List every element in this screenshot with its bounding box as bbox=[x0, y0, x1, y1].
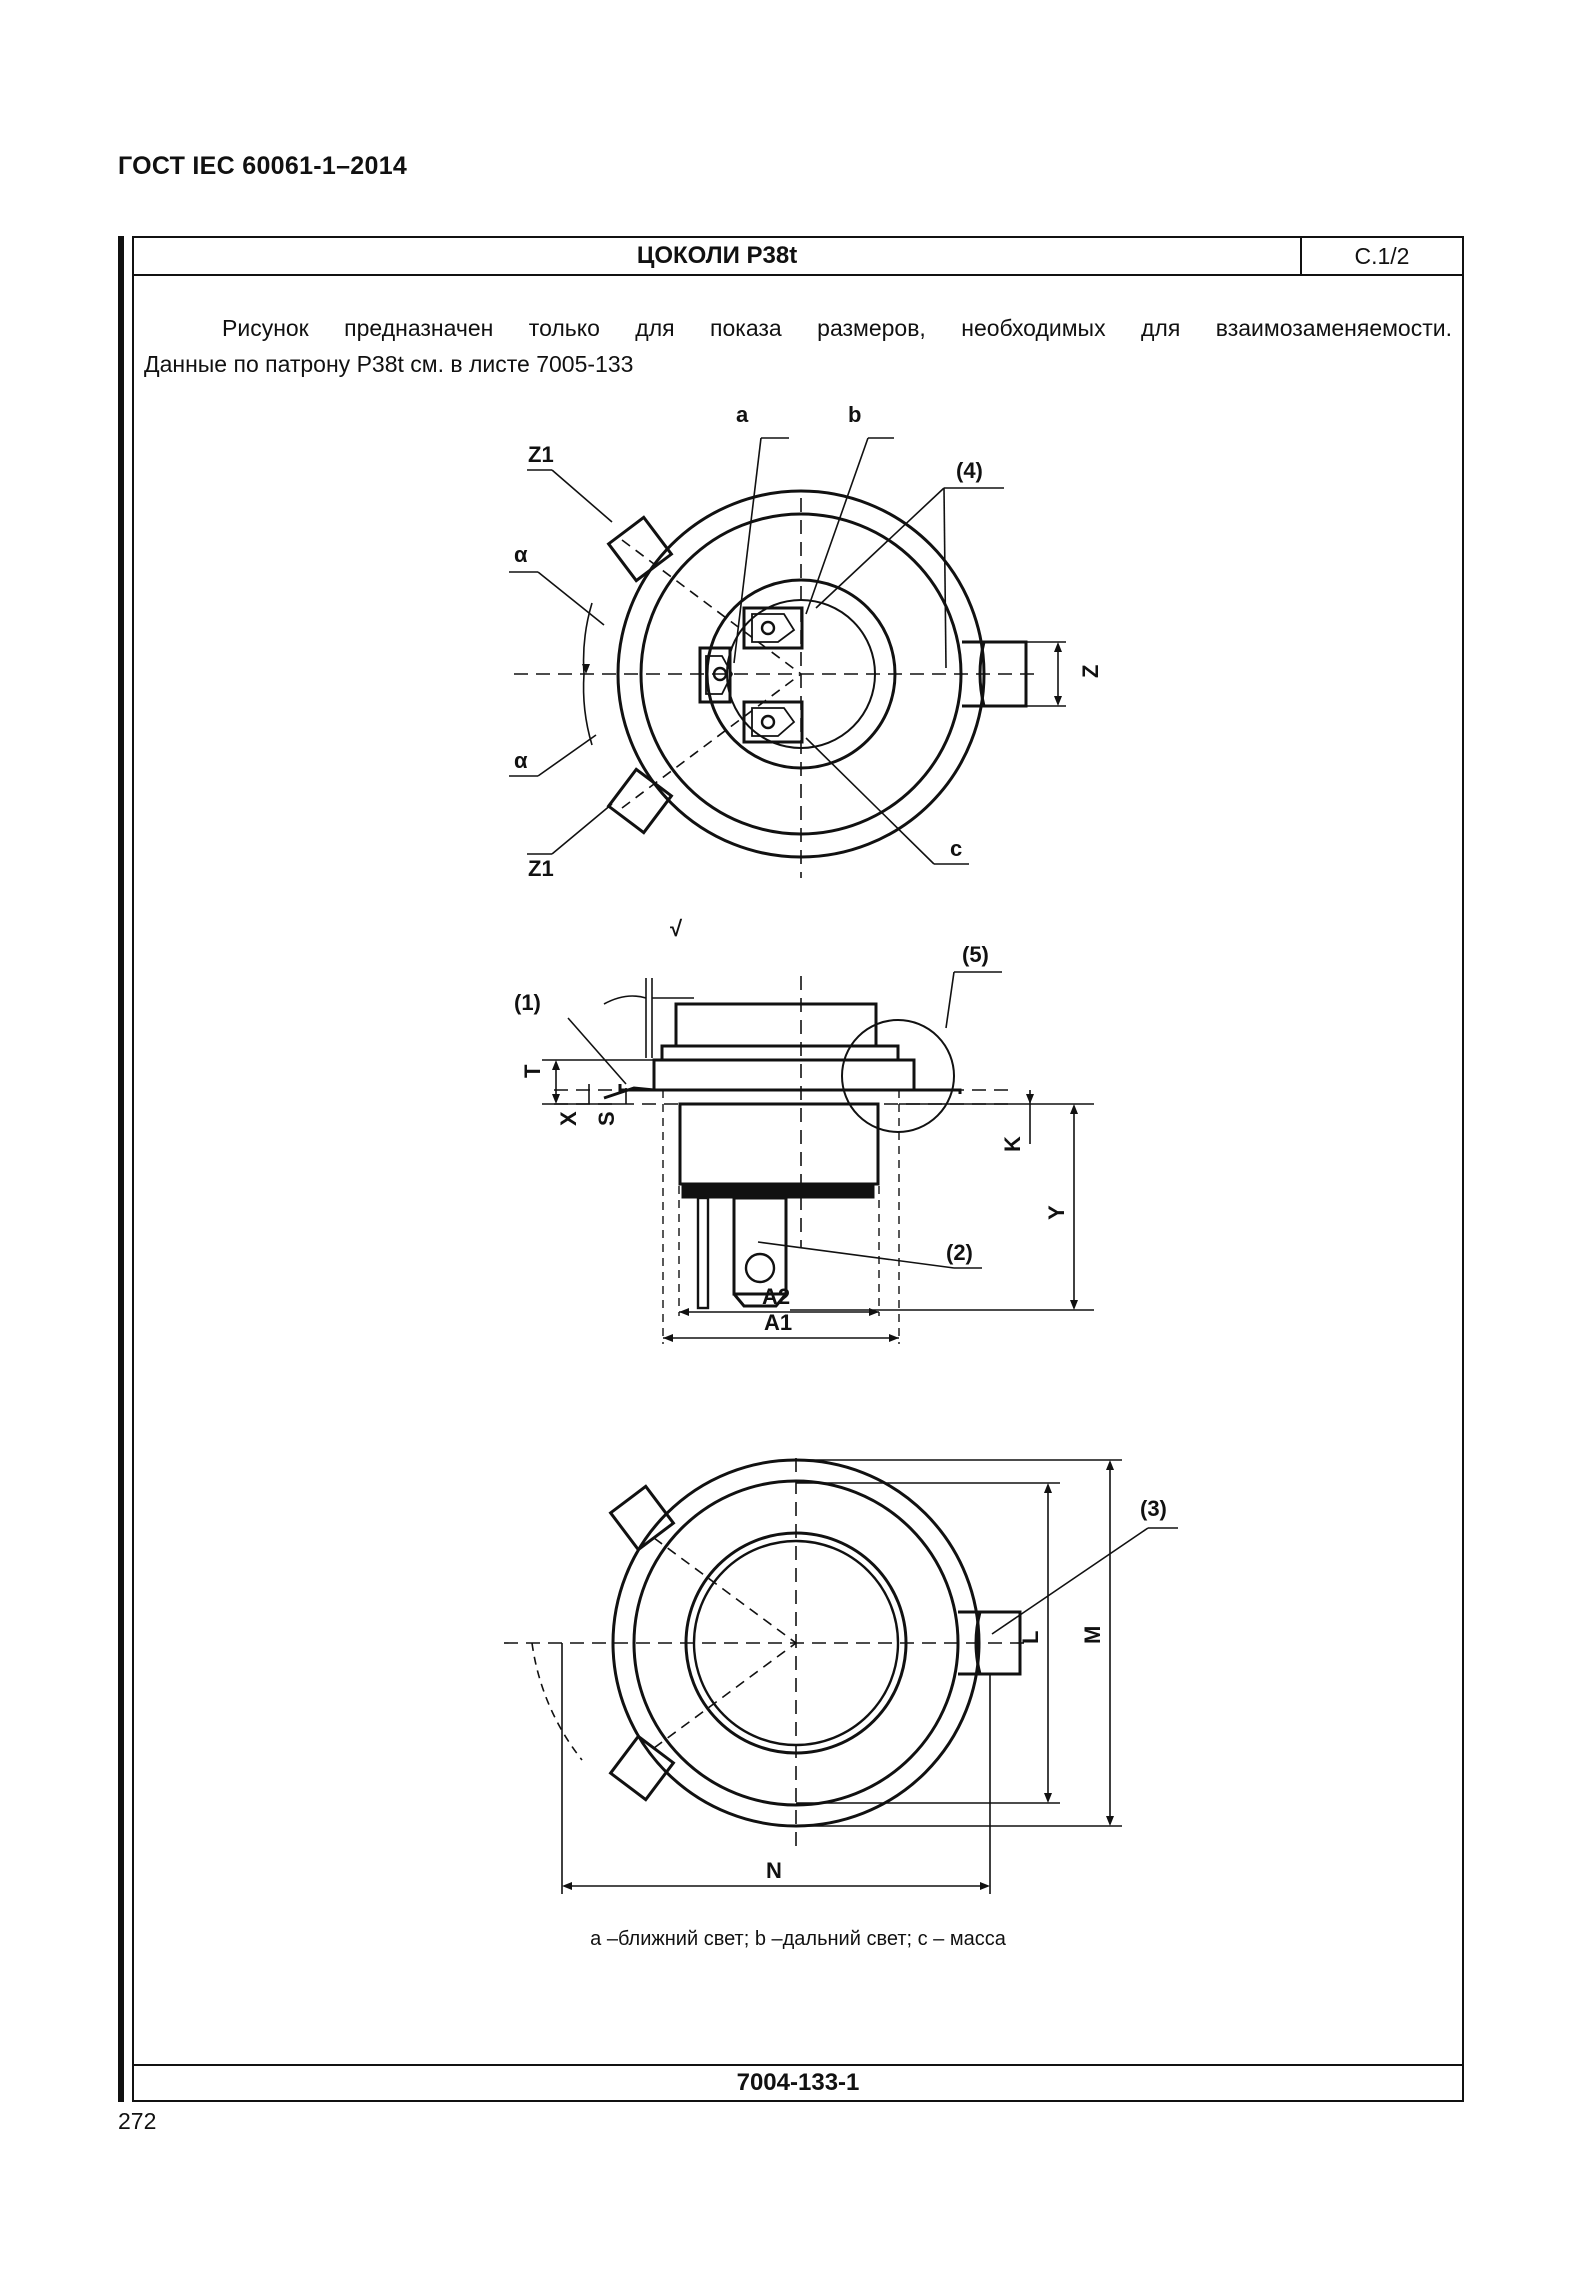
label-z1-bottom: Z1 bbox=[528, 856, 554, 881]
label-ref-2: (2) bbox=[946, 1240, 973, 1265]
label-alpha-bottom: α bbox=[514, 748, 528, 773]
legend: а –ближний свет; b –дальний свет; с – ма… bbox=[590, 1928, 1006, 1950]
label-alpha-top: α bbox=[514, 542, 528, 567]
label-y: Y bbox=[1044, 1205, 1069, 1220]
sheet-number: C.1/2 bbox=[1300, 238, 1462, 274]
label-c: c bbox=[950, 836, 962, 861]
side-view bbox=[542, 971, 1094, 1344]
label-n: N bbox=[766, 1858, 782, 1883]
label-a1: A1 bbox=[764, 1310, 792, 1335]
label-z1-top: Z1 bbox=[528, 442, 554, 467]
label-k: K bbox=[1000, 1136, 1025, 1152]
technical-drawing: a b (4) Z1 α α Z1 c Z √ (5) (1) T X S K … bbox=[504, 402, 1178, 1894]
sheet-frame: ЦОКОЛИ P38t C.1/2 Рисунок предназначен т… bbox=[132, 236, 1464, 2102]
label-check: √ bbox=[670, 916, 683, 941]
intro-line-1: Рисунок предназначен только для показа р… bbox=[222, 315, 1452, 341]
label-b: b bbox=[848, 402, 861, 427]
label-m: M bbox=[1080, 1626, 1105, 1644]
label-a: a bbox=[736, 402, 749, 427]
label-z: Z bbox=[1078, 665, 1103, 678]
label-x: X bbox=[556, 1111, 581, 1126]
label-t: T bbox=[520, 1064, 545, 1078]
bottom-view bbox=[504, 1458, 1178, 1894]
label-ref-5: (5) bbox=[962, 942, 989, 967]
label-ref-1: (1) bbox=[514, 990, 541, 1015]
label-a2: A2 bbox=[762, 1284, 790, 1309]
top-view bbox=[509, 437, 1066, 878]
intro-text: Рисунок предназначен только для показа р… bbox=[144, 310, 1452, 382]
sheet-left-edge bbox=[118, 236, 124, 2102]
sheet-title: ЦОКОЛИ P38t bbox=[636, 242, 798, 269]
label-ref-4: (4) bbox=[956, 458, 983, 483]
label-ref-3: (3) bbox=[1140, 1496, 1167, 1521]
label-s: S bbox=[594, 1111, 619, 1126]
title-row: ЦОКОЛИ P38t C.1/2 bbox=[134, 238, 1462, 276]
page-number: 272 bbox=[118, 2108, 157, 2134]
document-header: ГОСТ IEC 60061-1–2014 bbox=[118, 152, 408, 180]
drawing-sheet: ЦОКОЛИ P38t C.1/2 Рисунок предназначен т… bbox=[118, 236, 1464, 2102]
label-l: L bbox=[1018, 1631, 1043, 1644]
sheet-code: 7004-133-1 bbox=[134, 2064, 1462, 2100]
intro-line-2: Данные по патрону P38t см. в листе 7005-… bbox=[144, 351, 634, 377]
